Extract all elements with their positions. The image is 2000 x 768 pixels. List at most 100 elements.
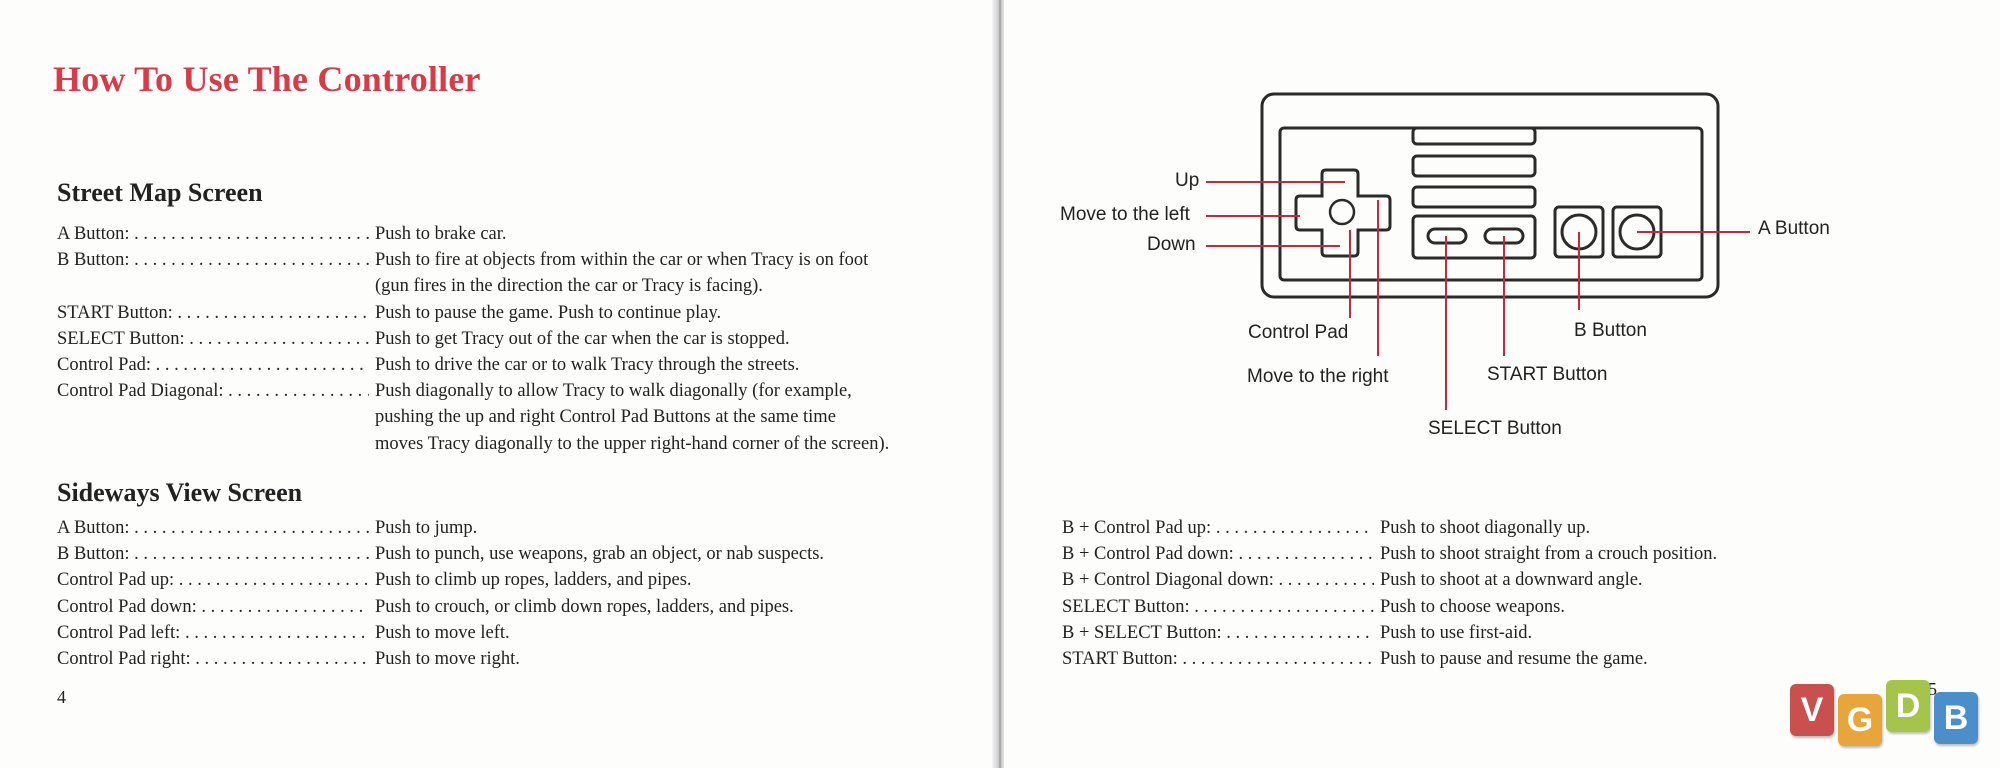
control-entry-label: Control Pad right:	[57, 646, 369, 672]
control-entry-description: Push to pause and resume the game.	[1374, 646, 1962, 672]
control-entry-description-line: Push to pause and resume the game.	[1380, 649, 1648, 670]
control-entry: B + SELECT Button: Push to use first-aid.	[1062, 620, 1962, 646]
control-entry-label-text: Control Pad down:	[57, 596, 197, 617]
control-entry-description-line: Push to use first-aid.	[1380, 622, 1533, 643]
control-entry: START Button:Push to pause and resume th…	[1062, 646, 1962, 672]
control-entry-label-text: Control Pad up:	[57, 570, 175, 591]
control-entry-description-line: pushing the up and right Control Pad But…	[375, 407, 836, 428]
control-entry-label: START Button:	[57, 300, 369, 326]
control-entry-description-line: Push diagonally to allow Tracy to walk d…	[375, 381, 852, 402]
control-entry-description-line: Push to move right.	[375, 649, 520, 670]
control-entry: B Button: Push to fire at objects from wi…	[57, 247, 937, 299]
move-right-label: Move to the right	[1247, 366, 1389, 387]
control-entry: B + Control Pad down: Push to shoot strai…	[1062, 541, 1962, 567]
control-entry-label: B Button:	[57, 541, 369, 567]
control-entry-description: Push to crouch, or climb down ropes, lad…	[369, 594, 937, 620]
control-entry-label-text: B + Control Pad down:	[1062, 544, 1234, 565]
control-entry-label-text: Control Pad left:	[57, 622, 181, 643]
control-entry-description: Push to punch, use weapons, grab an obje…	[369, 541, 937, 567]
control-entry-description-line: Push to fire at objects from within the …	[375, 250, 869, 271]
select-button-label: SELECT Button	[1428, 418, 1562, 439]
control-entry-description-line: Push to shoot diagonally up.	[1380, 518, 1591, 538]
control-entry-description-line: Push to move left.	[375, 622, 510, 643]
control-entry-description-line: Push to jump.	[375, 518, 478, 538]
vgdb-watermark-logo: V G D B	[1790, 680, 1990, 760]
control-entry: START Button: Push to pause the game. Pus…	[57, 300, 937, 326]
control-entry-label: Control Pad Diagonal:	[57, 378, 369, 404]
control-entry-label-text: A Button:	[57, 518, 130, 538]
control-entry-description: Push to choose weapons.	[1374, 594, 1962, 620]
control-entry: Control Pad left: Push to move left.	[57, 620, 937, 646]
control-entry-description: Push to shoot at a downward angle.	[1374, 567, 1962, 593]
control-entry-description: Push diagonally to allow Tracy to walk d…	[369, 378, 937, 457]
control-entry-description-line: Push to shoot at a downward angle.	[1380, 570, 1643, 591]
control-entry-label: Control Pad:	[57, 352, 369, 378]
control-entry: Control Pad up: Push to climb up ropes, l…	[57, 567, 937, 593]
control-entry: A Button: Push to brake car.	[57, 221, 937, 247]
control-entry-description-line: Push to drive the car or to walk Tracy t…	[375, 355, 800, 376]
control-entry-label: B + Control Diagonal down:	[1062, 567, 1374, 593]
control-entry-label-text: START Button:	[57, 302, 173, 323]
control-entry: SELECT Button: Push to choose weapons.	[1062, 594, 1962, 620]
control-entry-label: Control Pad down:	[57, 594, 369, 620]
control-entry-description: Push to shoot diagonally up.	[1374, 515, 1962, 541]
control-entry-description-line: Push to punch, use weapons, grab an obje…	[375, 544, 825, 565]
control-entry-label-text: SELECT Button:	[1062, 596, 1190, 617]
control-entry-label-text: B Button:	[57, 250, 130, 271]
left-page: How To Use The Controller Street Map Scr…	[0, 0, 996, 768]
control-entry-label-text: B Button:	[57, 544, 130, 565]
control-entry-description: Push to brake car.	[369, 221, 937, 247]
control-entry-label: B + Control Pad down:	[1062, 541, 1374, 567]
control-entry-label-text: B + Control Pad up:	[1062, 518, 1212, 538]
control-entry: Control Pad: Push to drive the car or to …	[57, 352, 937, 378]
control-entry-label: A Button:	[57, 515, 369, 541]
control-entry-description-line: Push to choose weapons.	[1380, 596, 1565, 617]
control-entry-label: B Button:	[57, 247, 369, 273]
control-entry-description-line: Push to brake car.	[375, 224, 507, 244]
control-entry-description: Push to jump.	[369, 515, 937, 541]
control-entry-description: Push to climb up ropes, ladders, and pip…	[369, 567, 937, 593]
control-entry-label-text: SELECT Button:	[57, 328, 185, 349]
watermark-letter: V	[1790, 684, 1834, 736]
control-entry-description: Push to move right.	[369, 646, 937, 672]
control-entry-label-text: B + SELECT Button:	[1062, 622, 1222, 643]
combo-controls-list: B + Control Pad up: Push to shoot diagona…	[1062, 515, 1962, 672]
control-entry-description: Push to get Tracy out of the car when th…	[369, 326, 937, 352]
control-entry-description-line: Push to shoot straight from a crouch pos…	[1380, 544, 1718, 565]
control-entry-label: Control Pad left:	[57, 620, 369, 646]
control-entry: Control Pad right: Push to move right.	[57, 646, 937, 672]
street-map-controls-list: A Button: Push to brake car. B Button: Push…	[57, 221, 937, 457]
control-entry: A Button: Push to jump.	[57, 515, 937, 541]
control-entry-label-text: A Button:	[57, 224, 130, 244]
control-entry-description-line: Push to pause the game. Push to continue…	[375, 302, 722, 323]
control-entry-label: B + Control Pad up:	[1062, 515, 1374, 541]
watermark-letter: D	[1886, 680, 1930, 732]
page-number-right: 5	[1928, 679, 1937, 699]
start-button-label: START Button	[1487, 364, 1608, 385]
sideways-view-controls-list: A Button: Push to jump. B Button: Push to p…	[57, 515, 937, 672]
sideways-view-heading: Sideways View Screen	[57, 478, 303, 507]
control-entry-description: Push to move left.	[369, 620, 937, 646]
move-left-label: Move to the left	[1060, 204, 1190, 225]
control-entry-label: SELECT Button:	[1062, 594, 1374, 620]
control-entry-description: Push to use first-aid.	[1374, 620, 1962, 646]
control-entry-description-line: (gun fires in the direction the car or T…	[375, 276, 763, 297]
control-entry-label: B + SELECT Button:	[1062, 620, 1374, 646]
control-entry-description: Push to pause the game. Push to continue…	[369, 300, 937, 326]
down-label: Down	[1147, 234, 1196, 255]
control-entry-description: Push to fire at objects from within the …	[369, 247, 937, 299]
control-entry-label-text: Control Pad Diagonal:	[57, 381, 224, 402]
a-button-label: A Button	[1758, 218, 1830, 239]
control-entry-description-line: Push to climb up ropes, ladders, and pip…	[375, 570, 692, 591]
control-entry: B + Control Diagonal down: Push to shoot …	[1062, 567, 1962, 593]
control-entry-description-line: Push to get Tracy out of the car when th…	[375, 328, 790, 349]
up-label: Up	[1175, 170, 1200, 191]
control-entry-label-text: Control Pad right:	[57, 649, 191, 670]
page-number-left: 4	[57, 687, 66, 707]
page-title: How To Use The Controller	[53, 59, 481, 99]
b-button-label: B Button	[1574, 320, 1647, 341]
watermark-letter: G	[1838, 694, 1882, 746]
control-entry: B Button: Push to punch, use weapons, gra…	[57, 541, 937, 567]
control-entry: Control Pad down: Push to crouch, or clim…	[57, 594, 937, 620]
control-pad-label: Control Pad	[1248, 322, 1349, 343]
